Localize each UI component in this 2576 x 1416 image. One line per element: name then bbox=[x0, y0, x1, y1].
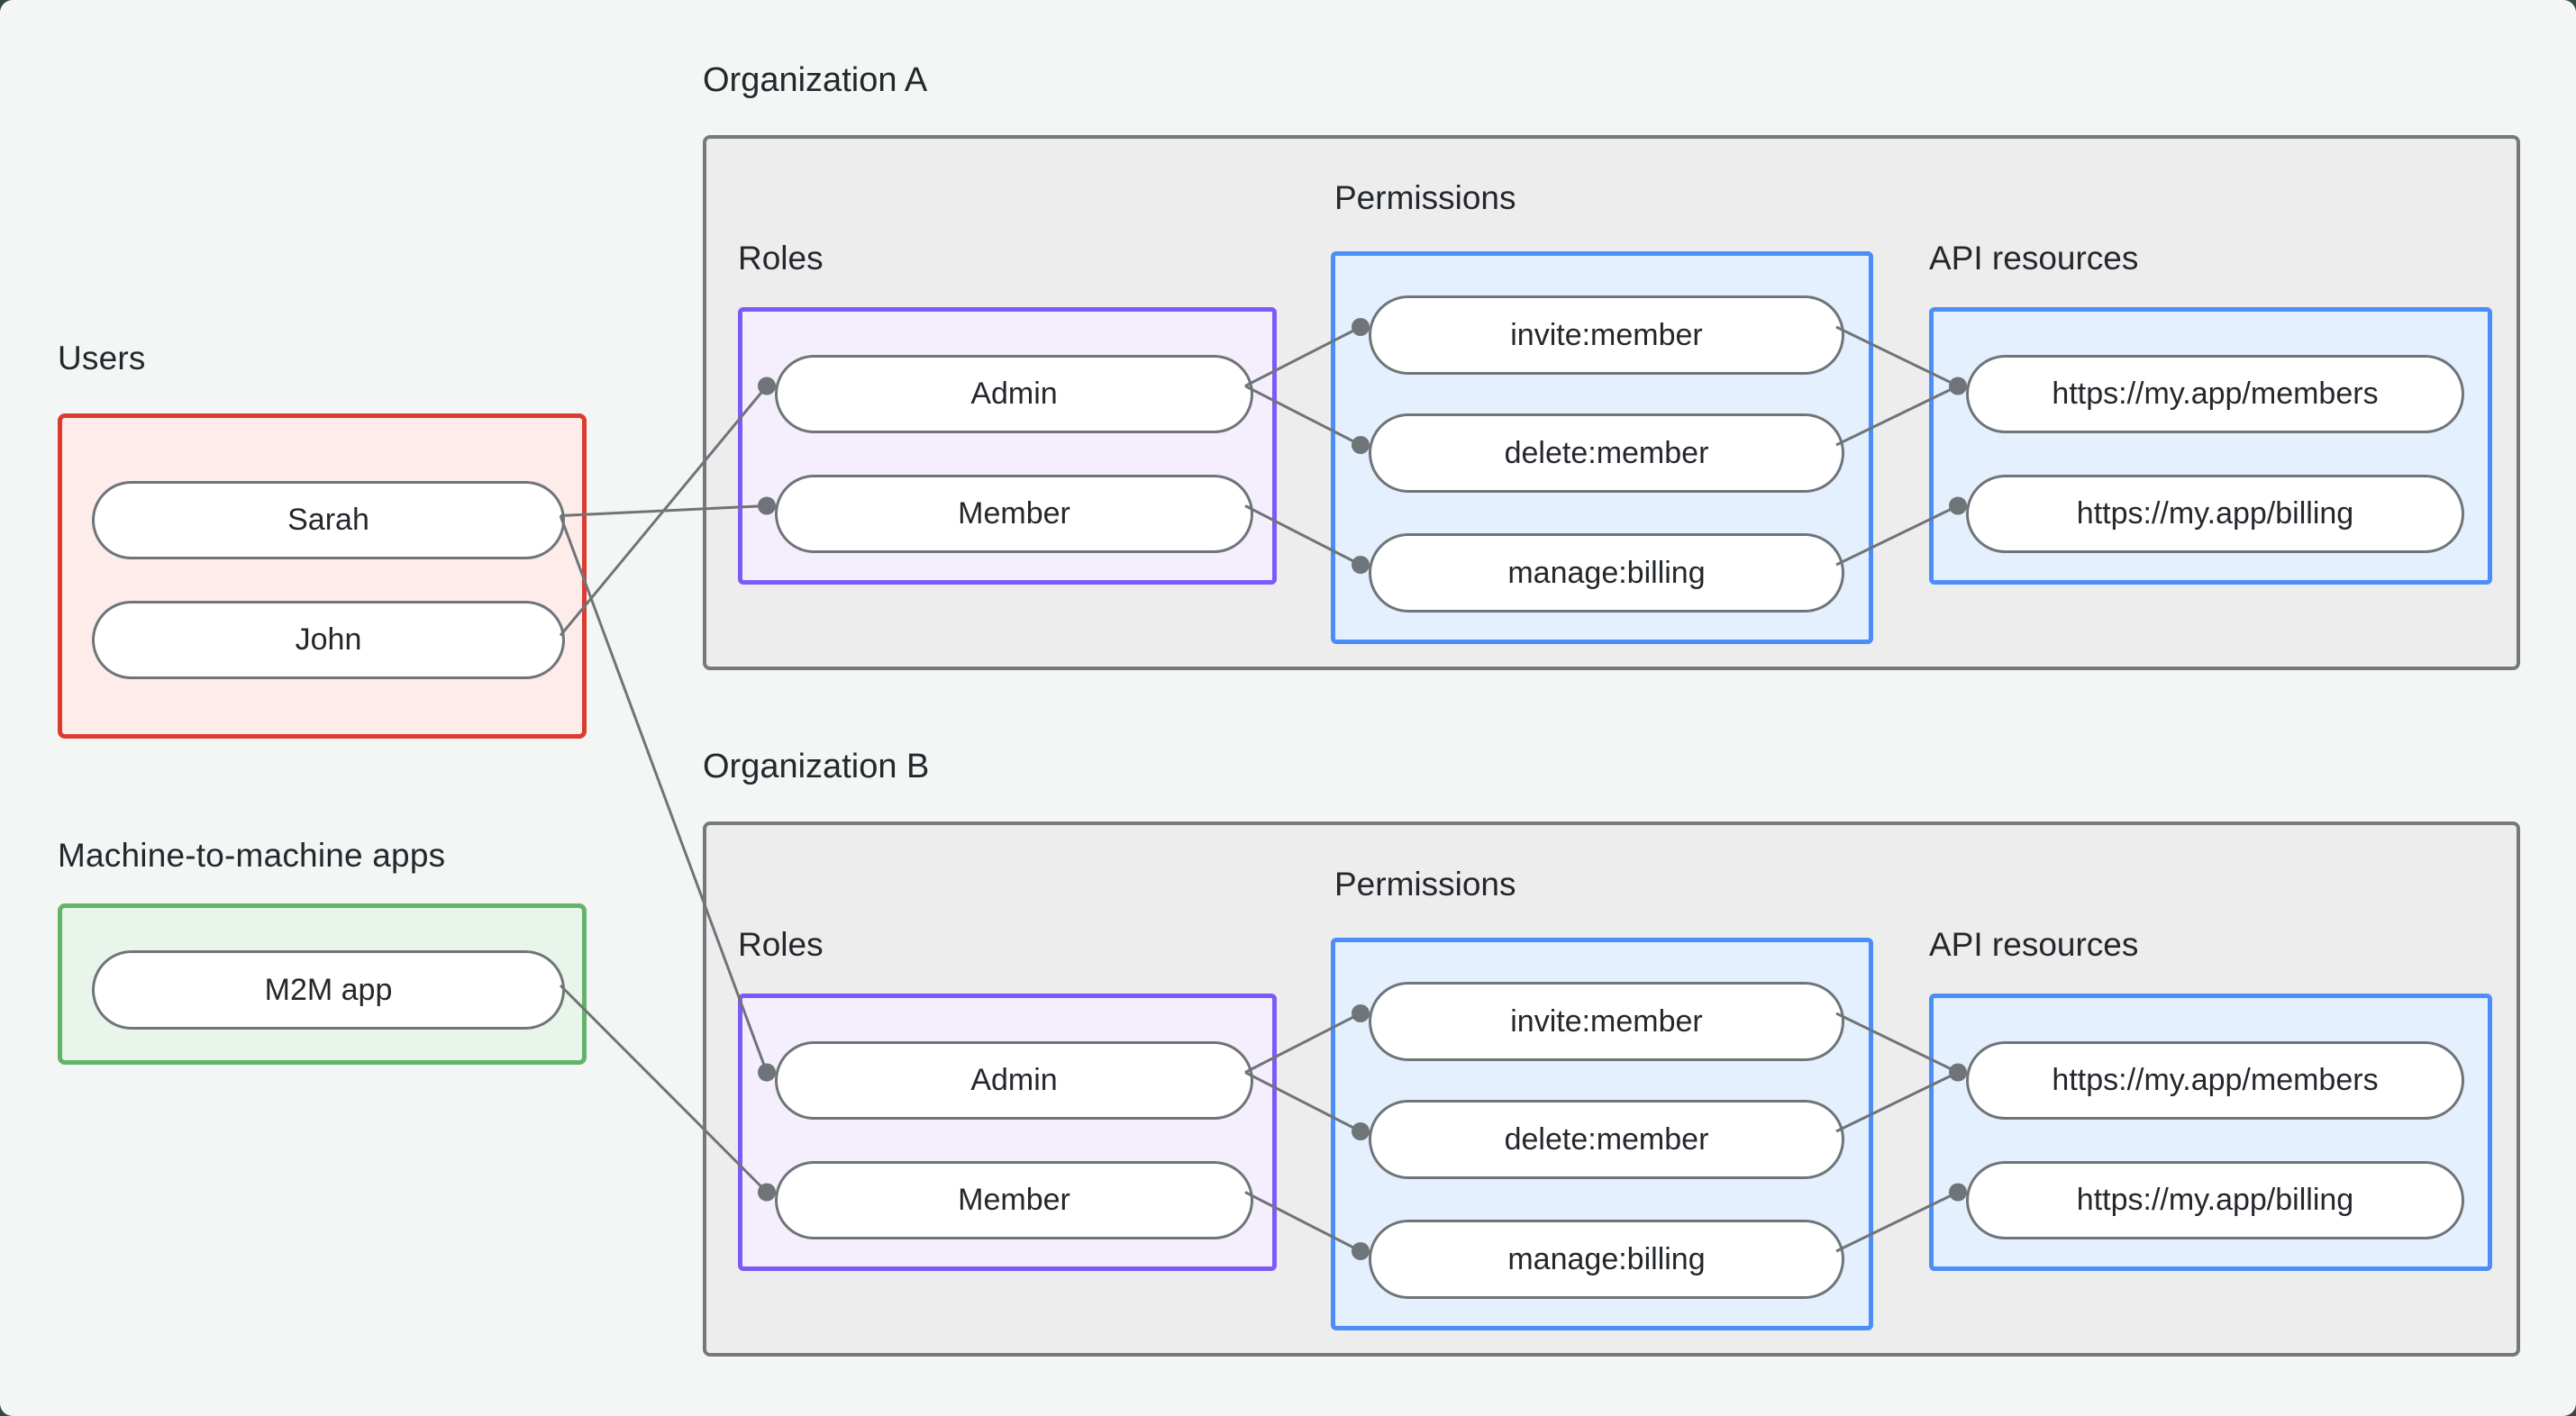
m2m-app-node: M2M app bbox=[92, 950, 565, 1030]
user-node-john: John bbox=[92, 601, 565, 679]
org-a-permissions-box: invite:member delete:member manage:billi… bbox=[1331, 251, 1873, 644]
org-b-permission-node-delete-member: delete:member bbox=[1369, 1100, 1844, 1179]
org-a-api-resources-label: API resources bbox=[1929, 240, 2139, 277]
org-b-api-node-members: https://my.app/members bbox=[1966, 1041, 2464, 1120]
user-node-sarah: Sarah bbox=[92, 481, 565, 559]
org-a-permission-node-invite-member: invite:member bbox=[1369, 295, 1844, 375]
org-a-api-node-members: https://my.app/members bbox=[1966, 355, 2464, 433]
organization-a-box: Roles Permissions API resources Admin Me… bbox=[703, 135, 2520, 670]
org-b-api-resources-box: https://my.app/members https://my.app/bi… bbox=[1929, 994, 2492, 1271]
users-group-label: Users bbox=[58, 340, 146, 377]
org-b-permission-node-invite-member: invite:member bbox=[1369, 982, 1844, 1061]
org-b-roles-box: Admin Member bbox=[738, 994, 1277, 1271]
org-a-api-resources-box: https://my.app/members https://my.app/bi… bbox=[1929, 307, 2492, 585]
org-a-role-node-admin: Admin bbox=[775, 355, 1253, 433]
org-b-permissions-box: invite:member delete:member manage:billi… bbox=[1331, 938, 1873, 1330]
org-a-api-node-billing: https://my.app/billing bbox=[1966, 475, 2464, 553]
org-b-api-node-billing: https://my.app/billing bbox=[1966, 1161, 2464, 1239]
org-a-role-node-member: Member bbox=[775, 475, 1253, 553]
org-a-permission-node-delete-member: delete:member bbox=[1369, 413, 1844, 493]
organization-b-box: Roles Permissions API resources Admin Me… bbox=[703, 821, 2520, 1357]
organization-a-title: Organization A bbox=[703, 61, 928, 99]
users-group-box: Sarah John bbox=[58, 413, 587, 739]
org-a-permissions-label: Permissions bbox=[1334, 179, 1516, 216]
organization-b-title: Organization B bbox=[703, 748, 930, 785]
m2m-group-label: Machine-to-machine apps bbox=[58, 837, 446, 874]
org-b-permissions-label: Permissions bbox=[1334, 866, 1516, 903]
org-b-permission-node-manage-billing: manage:billing bbox=[1369, 1220, 1844, 1299]
org-a-roles-box: Admin Member bbox=[738, 307, 1277, 585]
org-b-role-node-member: Member bbox=[775, 1161, 1253, 1239]
org-b-roles-label: Roles bbox=[738, 926, 824, 963]
org-b-api-resources-label: API resources bbox=[1929, 926, 2139, 963]
org-a-permission-node-manage-billing: manage:billing bbox=[1369, 533, 1844, 613]
org-a-roles-label: Roles bbox=[738, 240, 824, 277]
org-b-role-node-admin: Admin bbox=[775, 1041, 1253, 1120]
m2m-group-box: M2M app bbox=[58, 903, 587, 1065]
